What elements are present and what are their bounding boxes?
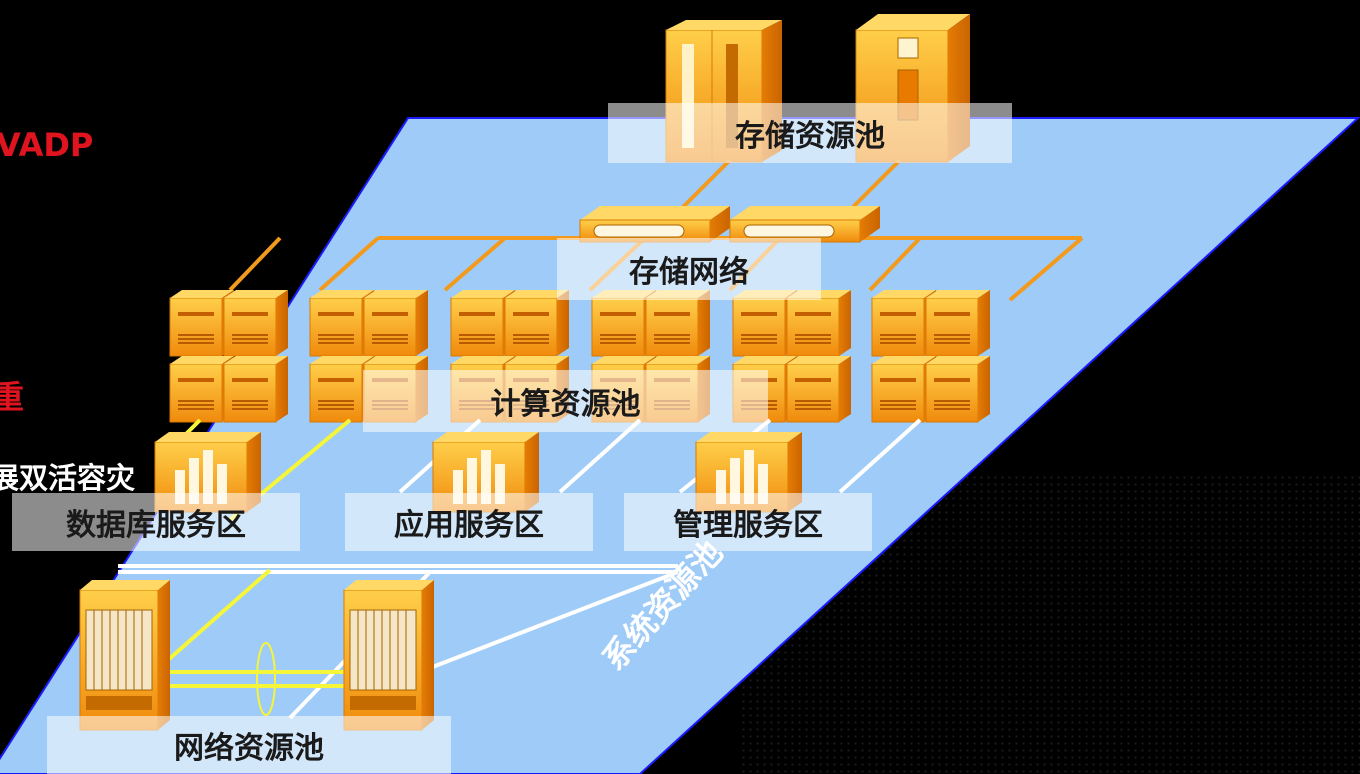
side-text-zhong: 重 [0, 378, 25, 416]
mgmt-zone-label: 管理服务区 [624, 493, 872, 551]
storage-network-label: 存储网络 [557, 238, 821, 300]
server-stack-icon [872, 290, 990, 422]
network-switch-icon [579, 205, 731, 243]
compute-pool-label: 计算资源池 [363, 370, 768, 432]
storage-pool-label: 存储资源池 [608, 103, 1012, 163]
system-pool-platform [0, 117, 1360, 774]
db-zone-label: 数据库服务区 [12, 493, 300, 551]
app-zone-label: 应用服务区 [345, 493, 593, 551]
side-text-vadp: VADP [0, 126, 94, 164]
network-switch-icon [729, 205, 881, 243]
network-pool-label: 网络资源池 [47, 716, 451, 774]
server-stack-icon [170, 290, 288, 422]
side-text-disaster: 展双活容灾 [0, 461, 136, 495]
core-router-icon [343, 579, 435, 731]
core-router-icon [79, 579, 171, 731]
